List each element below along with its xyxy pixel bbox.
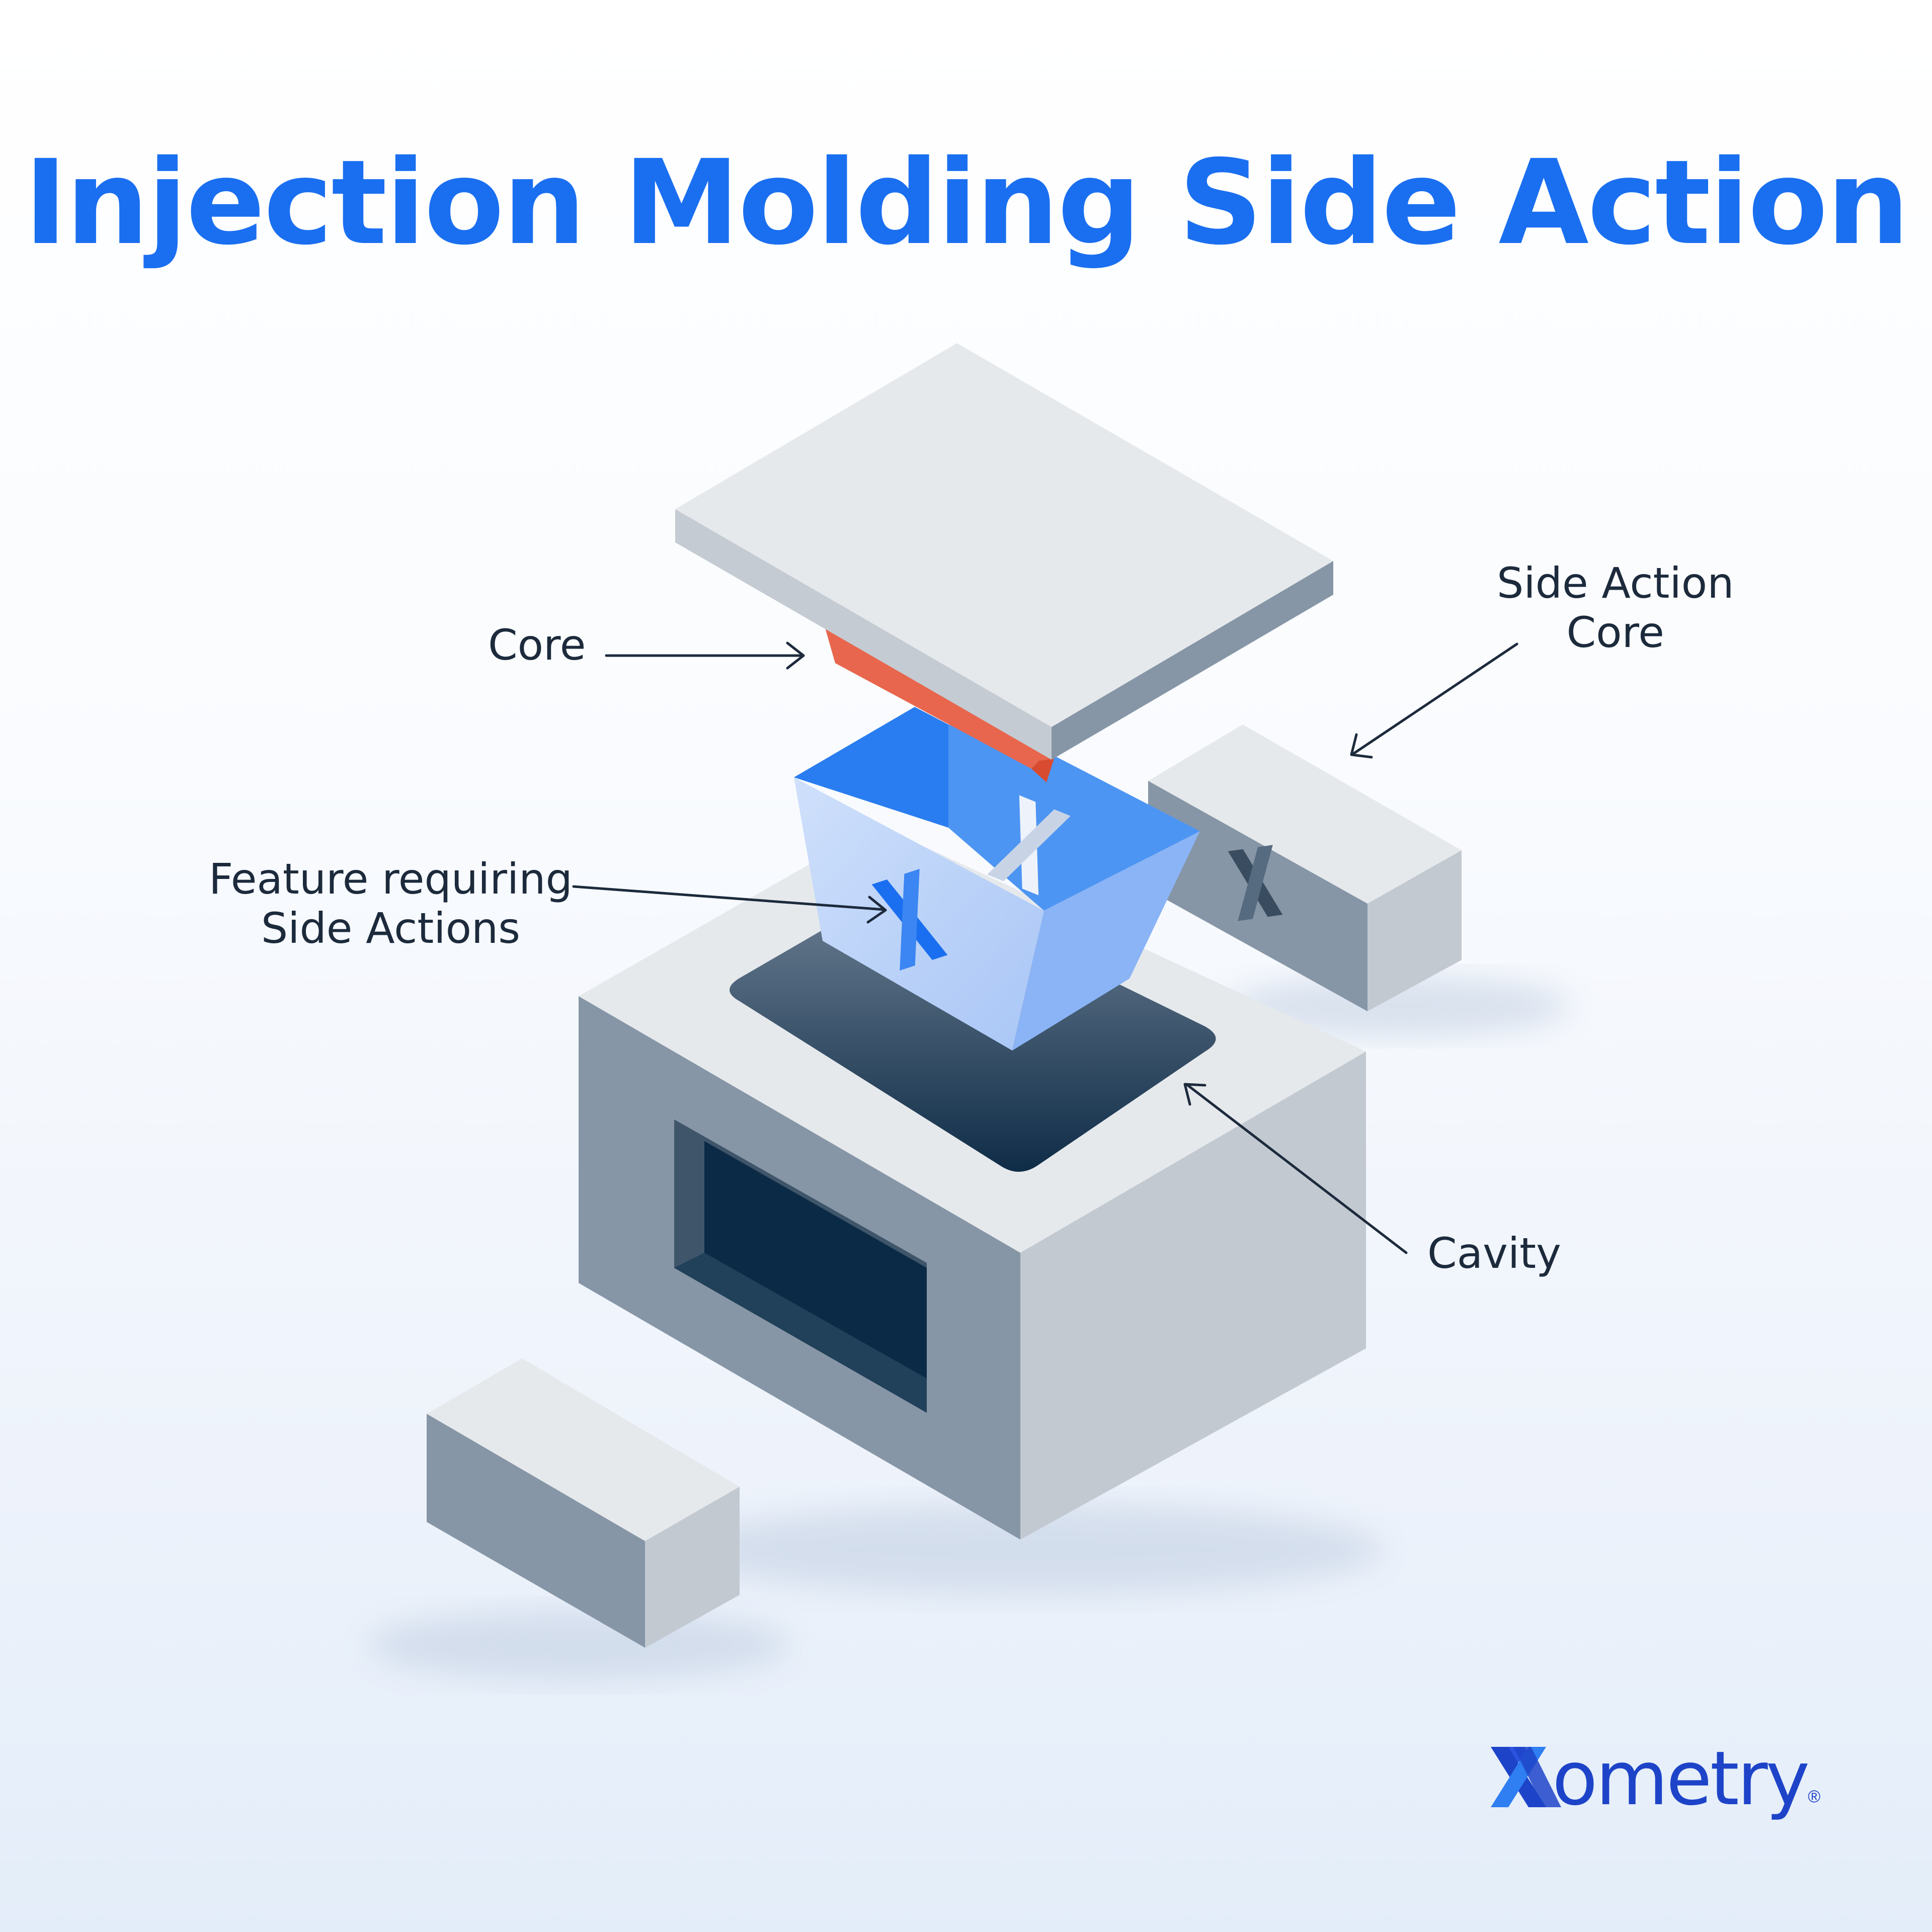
label-side-action-core-line1: Side Action	[1497, 558, 1734, 608]
core-arrow	[605, 641, 805, 670]
xometry-logo-icon	[1491, 1747, 1561, 1807]
side-block-left-end	[645, 1487, 740, 1648]
label-cavity: Cavity	[1427, 1229, 1561, 1278]
side-block-right-end	[1367, 850, 1462, 1011]
feature-arrow	[572, 885, 887, 924]
brand-logo: ometry ®	[1502, 1733, 1820, 1824]
side-block-left-top	[427, 1358, 740, 1541]
side-block-left-front	[427, 1414, 645, 1648]
label-feature-line1: Feature requiring	[209, 854, 573, 904]
label-feature-line2: Side Actions	[261, 904, 521, 953]
label-cavity-text: Cavity	[1427, 1229, 1561, 1278]
top-plate-top	[675, 343, 1333, 727]
side-window-inner	[704, 1141, 927, 1379]
top-plate-right-face	[1052, 561, 1333, 760]
side-action-core-arrow	[1350, 642, 1518, 759]
label-side-action-core: Side Action Core	[1497, 558, 1734, 657]
core-piece-edge	[1031, 759, 1054, 782]
side-action-core-block-right	[1148, 725, 1462, 1011]
part-front-face	[794, 777, 1044, 1051]
brand-wordmark: ometry	[1552, 1735, 1810, 1822]
side-block-right-top	[1148, 725, 1462, 904]
part-top-x-icon	[987, 795, 1071, 896]
left-block-shadow	[367, 1610, 790, 1680]
page-title: Injection Molding Side Action	[24, 135, 1910, 271]
cavity-block-right-face	[1020, 1052, 1366, 1540]
top-plate	[675, 343, 1333, 760]
part-right-face	[1012, 831, 1200, 1051]
brand-registered-mark: ®	[1808, 1787, 1821, 1806]
right-block-shadow	[1228, 976, 1570, 1036]
label-side-action-core-line2: Core	[1566, 608, 1664, 657]
molded-part	[794, 707, 1200, 1051]
part-front-x-icon	[871, 868, 948, 971]
label-feature: Feature requiring Side Actions	[209, 854, 573, 953]
label-core-text: Core	[488, 620, 586, 670]
side-action-core-block-left	[427, 1358, 740, 1648]
core-piece	[825, 628, 1054, 769]
part-top-left	[794, 707, 948, 828]
label-core: Core	[488, 620, 586, 670]
top-plate-left-face	[675, 509, 1052, 760]
callout-arrows	[572, 641, 1518, 1254]
imprint-x-icon	[1228, 845, 1283, 921]
cavity-arrow	[1183, 1083, 1408, 1254]
base-shadow	[679, 1504, 1384, 1595]
side-window-floor	[674, 1253, 927, 1413]
